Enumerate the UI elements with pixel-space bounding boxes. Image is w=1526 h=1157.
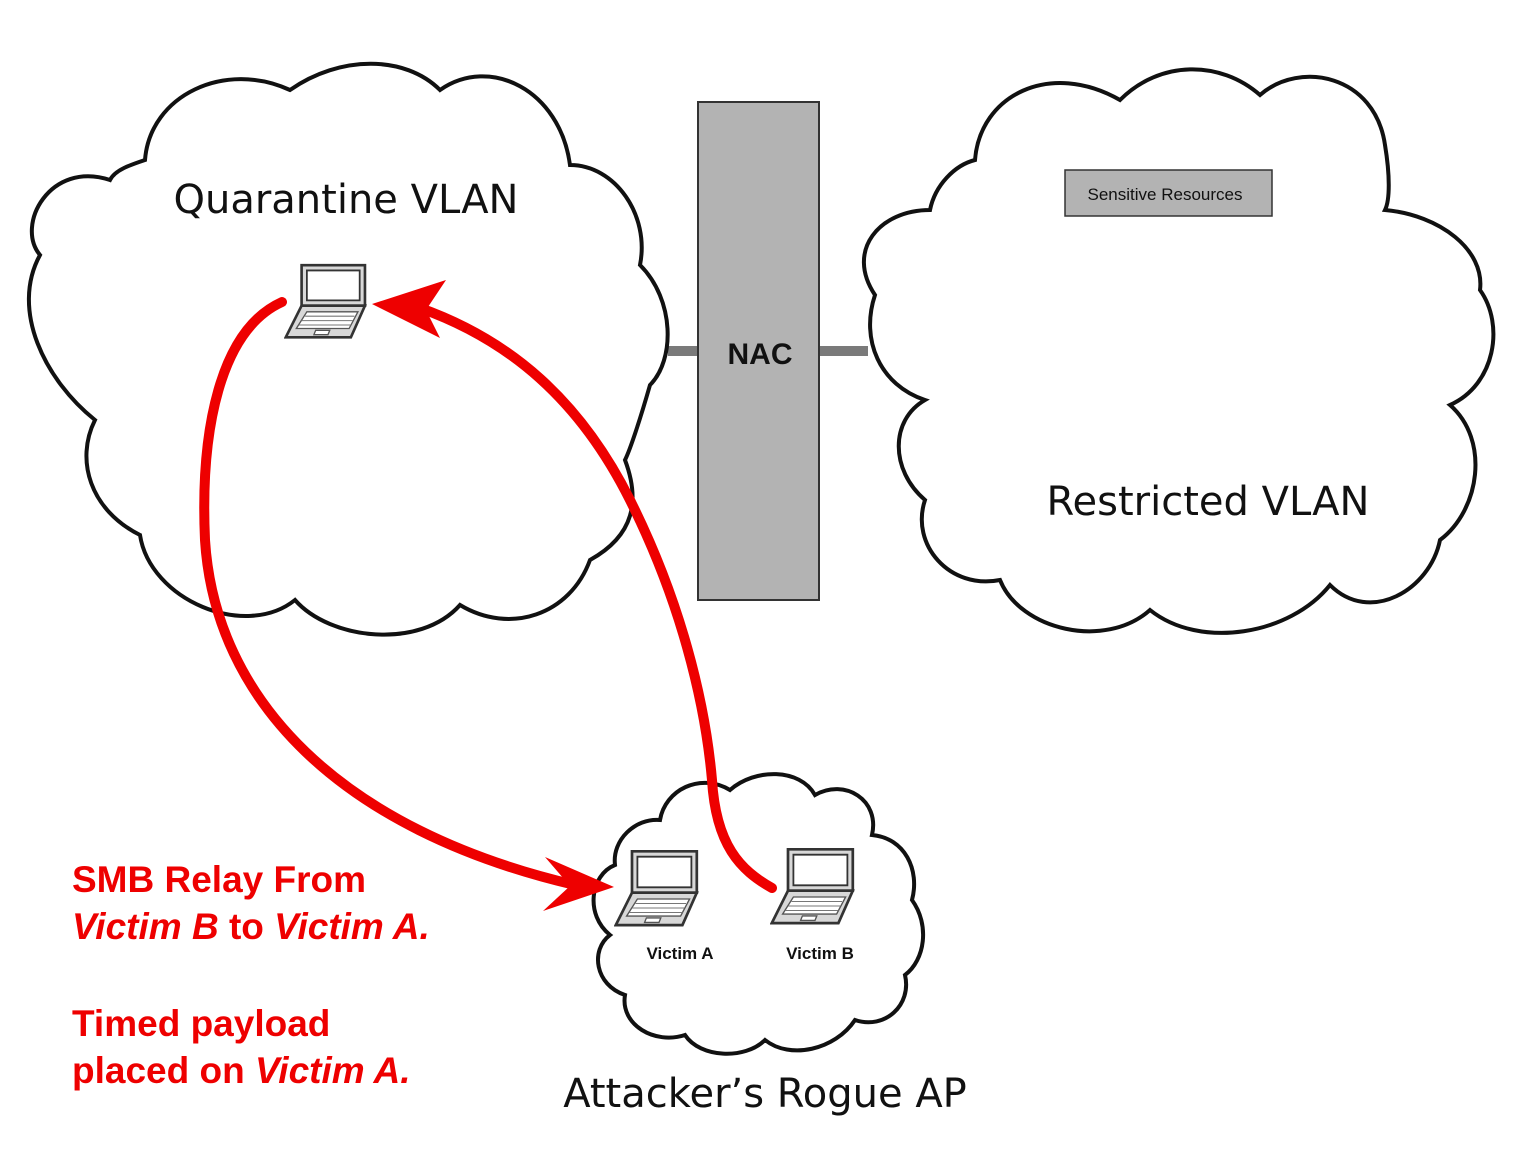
annotation-victim-b: Victim B — [72, 906, 219, 947]
relay-arrow-to-quarantine — [415, 303, 777, 893]
annotation-relay: SMB Relay From Victim B to Victim A. — [72, 856, 430, 950]
annotation-payload: Timed payload placed on Victim A. — [72, 1000, 411, 1094]
annotation-line4-victim: Victim A. — [254, 1050, 411, 1091]
annotation-to: to — [218, 906, 275, 947]
rogue-ap-cloud — [591, 772, 926, 1056]
nac-appliance — [697, 101, 820, 601]
restricted-vlan-cloud — [862, 67, 1496, 635]
annotation-line3: Timed payload — [72, 1003, 331, 1044]
victim-b-label: Victim B — [786, 944, 854, 963]
restricted-vlan-title: Restricted VLAN — [1047, 479, 1370, 525]
sensitive-resources-label: Sensitive Resources — [1088, 185, 1243, 204]
quarantine-vlan-title: Quarantine VLAN — [174, 177, 519, 223]
rogue-ap-title: Attacker’s Rogue AP — [563, 1071, 967, 1117]
relay-arrow-to-victim-a — [199, 297, 580, 890]
quarantine-vlan-cloud — [26, 61, 670, 637]
annotation-victim-a: Victim A. — [274, 906, 430, 947]
nac-label: NAC — [728, 338, 793, 371]
victim-a-label: Victim A — [646, 944, 713, 963]
relay-arrowhead-quarantine — [372, 280, 446, 338]
annotation-line4-prefix: placed on — [72, 1050, 255, 1091]
relay-arrowhead-victim-a — [543, 857, 614, 911]
sensitive-resources-box — [1064, 169, 1273, 217]
annotation-line1: SMB Relay From — [72, 859, 367, 900]
